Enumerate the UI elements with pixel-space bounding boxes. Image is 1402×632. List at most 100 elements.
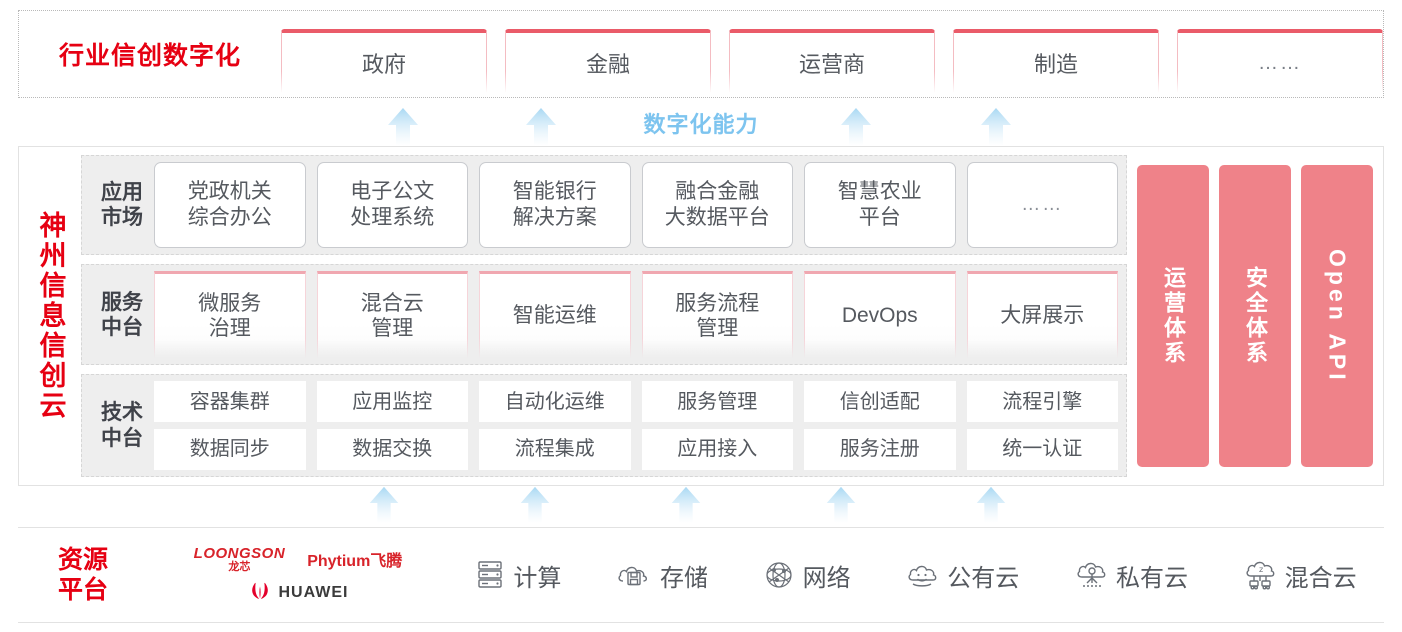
layer-label-line: 服务 <box>101 290 143 314</box>
app-card-more[interactable]: …… <box>966 162 1118 249</box>
up-arrow-icon <box>833 106 879 146</box>
industry-tab-operator[interactable]: 运营商 <box>729 29 935 93</box>
resource-item-storage[interactable]: 存储 <box>616 558 708 593</box>
card-label: 流程集成 <box>514 438 595 461</box>
layer-label-tech-platform: 技术 中台 <box>90 400 154 450</box>
layer-service-platform: 服务 中台 微服务治理 混合云管理 智能运维 <box>81 264 1127 366</box>
vendor-logo-row-1: LOONGSON 龙芯 Phytium飞腾 <box>194 546 403 573</box>
server-rack-icon <box>475 559 505 591</box>
side-panel-open-api[interactable]: Open API <box>1301 165 1373 467</box>
card-label: 混合云管理 <box>360 291 424 341</box>
tech-card-process-integration[interactable]: 流程集成 <box>479 429 631 470</box>
resource-title-line: 资源 <box>57 545 108 574</box>
resource-item-label: 公有云 <box>947 564 1020 592</box>
industry-tab-government[interactable]: 政府 <box>281 29 487 93</box>
huawei-petal-icon <box>248 582 272 605</box>
industry-band: 行业信创数字化 政府 金融 运营商 制造 …… <box>18 10 1384 98</box>
capability-label: 数字化能力 <box>643 112 759 137</box>
tech-card-automation-ops[interactable]: 自动化运维 <box>479 381 631 423</box>
industry-tab-label: 金融 <box>585 52 630 77</box>
tech-card-app-access[interactable]: 应用接入 <box>641 429 793 470</box>
app-card-finance-bigdata[interactable]: 融合金融大数据平台 <box>641 162 793 249</box>
industry-tab-label: 政府 <box>361 52 406 77</box>
card-label: 服务流程管理 <box>675 291 760 341</box>
card-label: 微服务治理 <box>198 291 262 341</box>
side-panel-operations-system[interactable]: 运营体系 <box>1137 165 1209 467</box>
service-card-hybrid-cloud-mgmt[interactable]: 混合云管理 <box>316 271 468 359</box>
layer-label-service-platform: 服务 中台 <box>90 290 154 340</box>
layer-app-market: 应用 市场 党政机关综合办公 电子公文处理系统 智能银行解决方案 <box>81 155 1127 256</box>
loongson-logo: LOONGSON 龙芯 <box>194 546 286 573</box>
tech-card-xinchuang-adaptation[interactable]: 信创适配 <box>804 381 956 423</box>
tech-card-service-registry[interactable]: 服务注册 <box>804 429 956 470</box>
card-label: 电子公文处理系统 <box>350 180 435 230</box>
side-panel-label: 运营体系 <box>1161 266 1186 366</box>
app-card-edoc-system[interactable]: 电子公文处理系统 <box>316 162 468 249</box>
tech-card-data-exchange[interactable]: 数据交换 <box>316 429 468 470</box>
layer-tech-platform: 技术 中台 容器集群 应用监控 自动化运维 <box>81 374 1127 477</box>
app-card-government-office[interactable]: 党政机关综合办公 <box>154 162 306 249</box>
card-label: …… <box>1021 194 1064 216</box>
tech-card-service-mgmt[interactable]: 服务管理 <box>641 381 793 423</box>
industry-tab-more[interactable]: …… <box>1177 29 1383 93</box>
card-label: 应用监控 <box>352 390 433 413</box>
service-card-devops[interactable]: DevOps <box>804 271 956 359</box>
layer-label-app-market: 应用 市场 <box>90 180 154 230</box>
resource-item-public-cloud[interactable]: 公有云 <box>905 558 1019 593</box>
resource-item-hybrid-cloud[interactable]: z 混合云 <box>1243 558 1357 593</box>
resource-item-label: 网络 <box>802 564 851 592</box>
card-label: 党政机关综合办公 <box>187 180 272 230</box>
tech-card-container-cluster[interactable]: 容器集群 <box>154 381 306 423</box>
card-label: 自动化运维 <box>504 390 605 413</box>
card-label: DevOps <box>841 304 918 328</box>
layer-label-line: 市场 <box>101 206 143 230</box>
cloud-platform-box: 神州信息信创云 应用 市场 党政机关综合办公 电子公文处理系统 <box>18 146 1384 486</box>
resource-arrow-gap <box>18 485 1384 527</box>
resource-item-label: 混合云 <box>1284 564 1357 592</box>
side-panel-group: 运营体系 安全体系 Open API <box>1137 155 1373 477</box>
huawei-logo: HUAWEI <box>248 582 349 605</box>
card-label: 统一认证 <box>1002 438 1083 461</box>
resource-item-label: 存储 <box>659 564 708 592</box>
app-market-card-list: 党政机关综合办公 电子公文处理系统 智能银行解决方案 融合金融大数据平台 智慧农 <box>154 162 1118 249</box>
tech-card-row-1: 容器集群 应用监控 自动化运维 服务管理 <box>154 381 1118 423</box>
industry-tab-list: 政府 金融 运营商 制造 …… <box>281 11 1383 97</box>
resource-platform-band: 资源 平台 LOONGSON 龙芯 Phytium飞腾 <box>18 527 1384 623</box>
app-card-smart-agriculture[interactable]: 智慧农业平台 <box>804 162 956 249</box>
card-label: 服务注册 <box>839 438 920 461</box>
card-label: 服务管理 <box>677 390 758 413</box>
capability-arrow-gap: 数字化能力 <box>18 100 1384 146</box>
service-card-aiops[interactable]: 智能运维 <box>479 271 631 359</box>
service-card-microservice-governance[interactable]: 微服务治理 <box>154 271 306 359</box>
tech-card-unified-auth[interactable]: 统一认证 <box>966 429 1118 470</box>
service-card-dashboard[interactable]: 大屏展示 <box>966 271 1118 359</box>
layer-label-line: 中台 <box>101 426 143 450</box>
layer-stack: 应用 市场 党政机关综合办公 电子公文处理系统 智能银行解决方案 <box>81 155 1127 477</box>
resource-item-network[interactable]: 网络 <box>763 558 851 593</box>
tech-card-process-engine[interactable]: 流程引擎 <box>966 381 1118 423</box>
resource-title-line: 平台 <box>57 576 108 604</box>
network-mesh-icon <box>763 559 795 591</box>
resource-item-private-cloud[interactable]: 私有云 <box>1074 558 1188 593</box>
app-card-smart-bank[interactable]: 智能银行解决方案 <box>479 162 631 249</box>
resource-item-compute[interactable]: 计算 <box>475 558 561 593</box>
vendor-logo-group: LOONGSON 龙芯 Phytium飞腾 <box>148 546 448 605</box>
layer-label-line: 中台 <box>101 315 143 339</box>
phytium-logo: Phytium飞腾 <box>307 547 402 571</box>
cloud-platform-body: 应用 市场 党政机关综合办公 电子公文处理系统 智能银行解决方案 <box>81 147 1383 485</box>
up-arrow-icon <box>818 485 864 525</box>
side-panel-security-system[interactable]: 安全体系 <box>1219 165 1291 467</box>
service-card-list: 微服务治理 混合云管理 智能运维 服务流程管理 DevOps <box>154 271 1118 359</box>
industry-band-title: 行业信创数字化 <box>58 42 241 70</box>
tech-card-data-sync[interactable]: 数据同步 <box>154 429 306 470</box>
vendor-logo-row-2: HUAWEI <box>248 582 349 605</box>
industry-tab-finance[interactable]: 金融 <box>505 29 711 93</box>
service-card-process-mgmt[interactable]: 服务流程管理 <box>641 271 793 359</box>
card-label: 大屏展示 <box>1000 304 1085 328</box>
industry-tab-manufacturing[interactable]: 制造 <box>953 29 1159 93</box>
resource-item-label: 计算 <box>513 564 562 592</box>
industry-tab-label: 运营商 <box>798 52 865 77</box>
resource-item-list: 计算 存储 <box>448 558 1384 593</box>
tech-card-app-monitoring[interactable]: 应用监控 <box>316 381 468 423</box>
